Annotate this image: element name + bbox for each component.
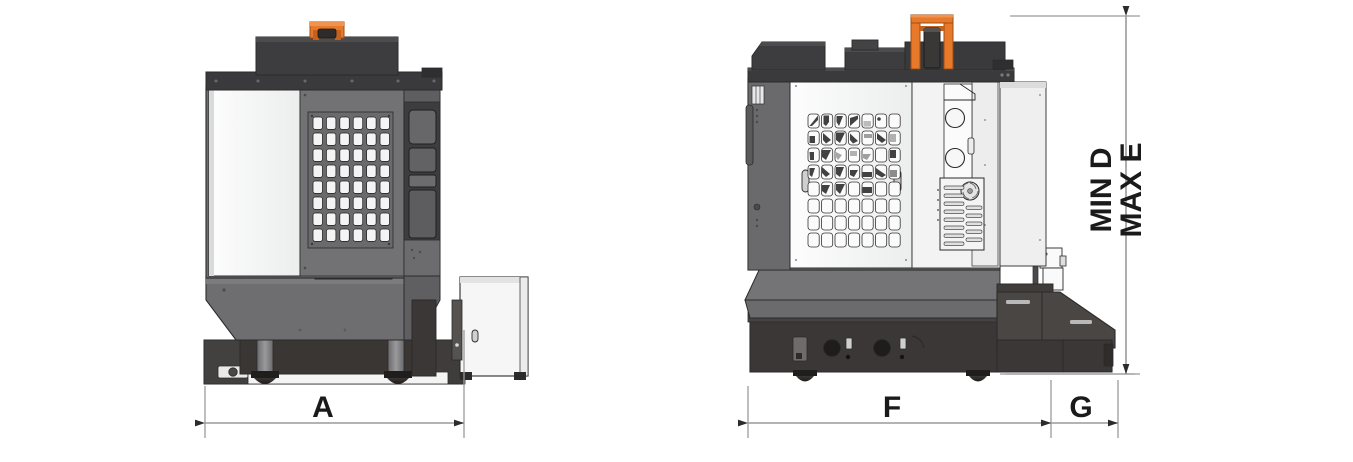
base-port-left [823,339,841,357]
side-lifting-gantry-orange-icon [910,14,954,70]
dimension-min-d-label: MIN D [1085,148,1118,233]
dimension-max-e-label: MAX E [1115,142,1148,237]
operator-strip [408,174,437,188]
dimension-A-label: A [312,391,334,424]
dimension-G-label: G [1069,391,1092,424]
front-electrical-cabinet[interactable] [451,276,529,380]
side-view [744,14,1116,382]
front-lifting-bracket-orange-icon [309,21,345,40]
front-control-column[interactable] [403,75,441,377]
dimension-A: A [195,330,465,438]
dimension-F: F [738,380,1052,438]
side-door-handle-left-icon [801,169,810,193]
side-tool-magazine-grid [807,113,901,248]
gantry-cylinder [923,27,941,69]
side-chip-conveyor [996,283,1116,373]
dimension-F-label: F [883,391,901,424]
operator-keypad [408,147,437,173]
spindle-circle-upper [944,107,966,129]
side-tool-holders [809,115,897,194]
front-leveling-feet [251,371,412,384]
operator-door [408,189,437,239]
side-lower-shroud [744,299,1001,319]
conveyor-handle-upper-icon [1006,300,1030,304]
front-top-cover [205,36,443,91]
base-port-right [873,339,891,357]
side-base-assembly [747,311,1003,382]
cabinet-handle-icon [471,329,479,343]
operator-screen [408,109,437,145]
side-top-cover [747,39,1047,267]
vent-louvers [943,185,983,246]
conveyor-handle-lower-icon [1070,320,1092,324]
front-tool-magazine-grid [307,111,394,249]
spindle-circle-lower [944,147,966,169]
side-lower-taper [744,267,1001,301]
front-skirt [205,275,435,341]
front-view [203,21,529,385]
dimension-height-group: MIN D MAX E [1005,6,1148,375]
